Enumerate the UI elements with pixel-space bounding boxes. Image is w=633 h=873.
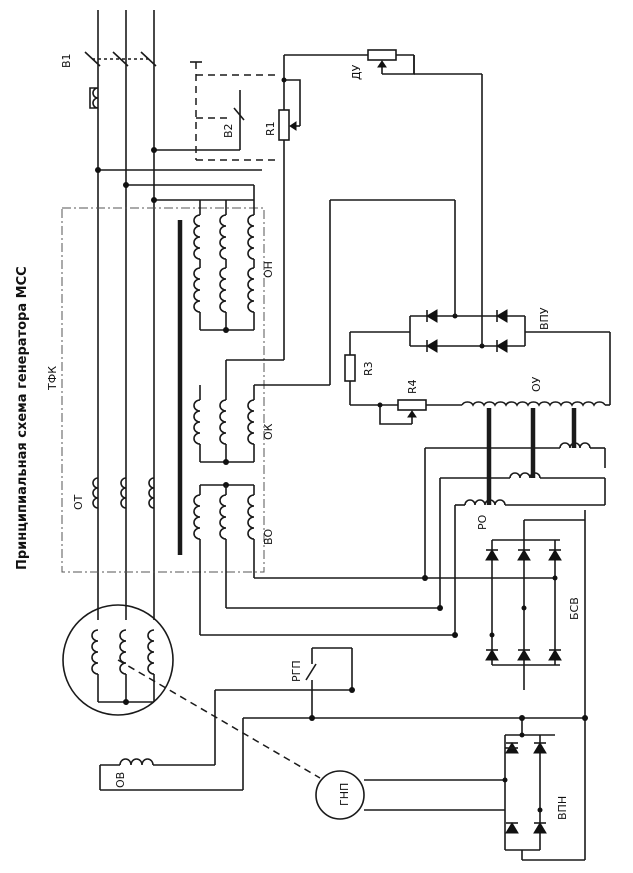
label-rgp: РГП (290, 660, 303, 682)
generator-gnp: ГНП (315, 770, 505, 820)
label-vpu: ВПУ (538, 307, 551, 330)
winding-ro: РО (422, 442, 606, 638)
tfk-frame: ТФК (46, 207, 265, 573)
winding-ok: ОК (193, 200, 331, 465)
label-b1: В1 (60, 53, 73, 68)
rectifier-bsv: БСВ (485, 519, 585, 690)
main-bus-lines (97, 10, 155, 620)
label-ov: ОВ (114, 772, 127, 788)
resistor-r3: R3 (344, 332, 375, 405)
switch-b2: В2 (151, 61, 278, 161)
label-vo: ВО (262, 528, 275, 545)
winding-ou: ОУ (461, 376, 610, 407)
relay-rgp: РГП (243, 647, 585, 721)
winding-on: ОН (95, 167, 275, 333)
reactor-cores (486, 408, 577, 505)
rectifier-vpn: ВПН (502, 510, 588, 861)
label-r3: R3 (362, 361, 375, 376)
generator-stator (62, 604, 321, 779)
label-r4: R4 (406, 379, 419, 394)
label-vpn: ВПН (556, 796, 569, 820)
resistor-r1: R1 (264, 55, 301, 200)
label-ro: РО (476, 514, 489, 530)
winding-vo: ВО (193, 482, 555, 636)
switch-b1: В1 (60, 51, 157, 109)
label-bsv: БСВ (568, 597, 581, 620)
diagram-title: Принципиальная схема генератора МСС (15, 266, 30, 570)
winding-ot: ОТ (72, 477, 155, 510)
label-gnp: ГНП (338, 783, 351, 806)
winding-ov: ОВ (99, 689, 352, 791)
label-ok: ОК (262, 423, 275, 440)
rectifier-vpu: ВПУ (330, 73, 611, 405)
resistor-r4: R4 (350, 379, 462, 425)
label-tfk: ТФК (46, 366, 59, 391)
label-du: ДУ (350, 64, 363, 80)
label-ou: ОУ (530, 376, 543, 392)
label-on: ОН (262, 261, 275, 278)
label-b2: В2 (222, 123, 235, 138)
resistor-du: ДУ (281, 49, 415, 83)
label-ot: ОТ (72, 494, 85, 510)
label-r1: R1 (264, 121, 277, 136)
